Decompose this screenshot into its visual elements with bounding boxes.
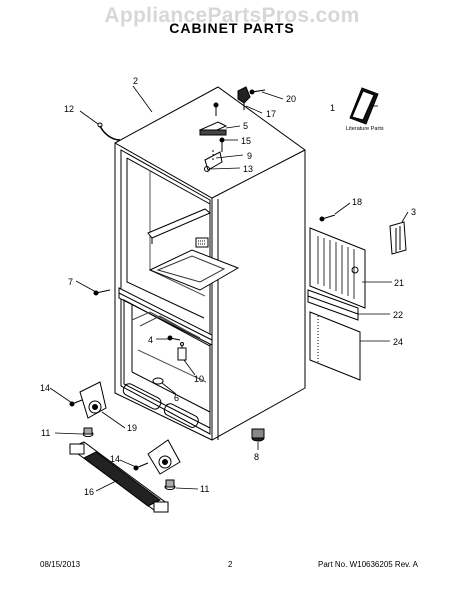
callout-14-bottom: 14 bbox=[110, 454, 120, 464]
callout-22: 22 bbox=[393, 310, 403, 320]
callout-19: 19 bbox=[127, 423, 137, 433]
callout-17: 17 bbox=[266, 109, 276, 119]
callout-1: 1 bbox=[330, 103, 335, 113]
callout-4: 4 bbox=[148, 335, 153, 345]
callout-16: 16 bbox=[84, 487, 94, 497]
roller-bracket-left bbox=[69, 381, 107, 437]
callout-9: 9 bbox=[247, 151, 252, 161]
toe-grille bbox=[69, 441, 169, 513]
callout-3: 3 bbox=[411, 207, 416, 217]
callout-20: 20 bbox=[286, 94, 296, 104]
callout-11-right: 11 bbox=[200, 484, 209, 494]
callout-15: 15 bbox=[241, 136, 251, 146]
callout-8: 8 bbox=[254, 452, 259, 462]
callout-18: 18 bbox=[352, 197, 362, 207]
leveling-leg bbox=[251, 428, 265, 442]
footer-date: 08/15/2013 bbox=[40, 560, 81, 569]
literature-parts bbox=[349, 87, 379, 125]
callout-21: 21 bbox=[394, 278, 404, 288]
callout-13: 13 bbox=[243, 164, 253, 174]
cabinet-shell bbox=[114, 86, 306, 441]
callout-2: 2 bbox=[133, 76, 138, 86]
rear-panels bbox=[307, 214, 407, 381]
leader-lines bbox=[49, 85, 409, 492]
callout-14-top: 14 bbox=[40, 383, 50, 393]
callout-24: 24 bbox=[393, 337, 403, 347]
watermark: AppliancePartsPros.com bbox=[104, 4, 360, 27]
callout-12: 12 bbox=[64, 104, 74, 114]
callout-10: 10 bbox=[194, 374, 204, 384]
roller-bracket-right bbox=[133, 439, 181, 490]
callout-11-left: 11 bbox=[41, 428, 50, 438]
footer-page-number: 2 bbox=[228, 560, 233, 569]
door-cable bbox=[97, 122, 121, 141]
top-hinge-assembly bbox=[198, 86, 266, 172]
callout-labels: 2 12 20 17 1 Literature Parts 5 15 9 13 … bbox=[40, 76, 416, 497]
callout-5: 5 bbox=[243, 121, 248, 131]
callout-6: 6 bbox=[174, 393, 179, 403]
page-title: CABINET PARTS bbox=[169, 20, 295, 36]
callout-7: 7 bbox=[68, 277, 73, 287]
footer-part-number: Part No. W10636205 Rev. A bbox=[318, 560, 418, 569]
literature-label: Literature Parts bbox=[346, 126, 384, 132]
